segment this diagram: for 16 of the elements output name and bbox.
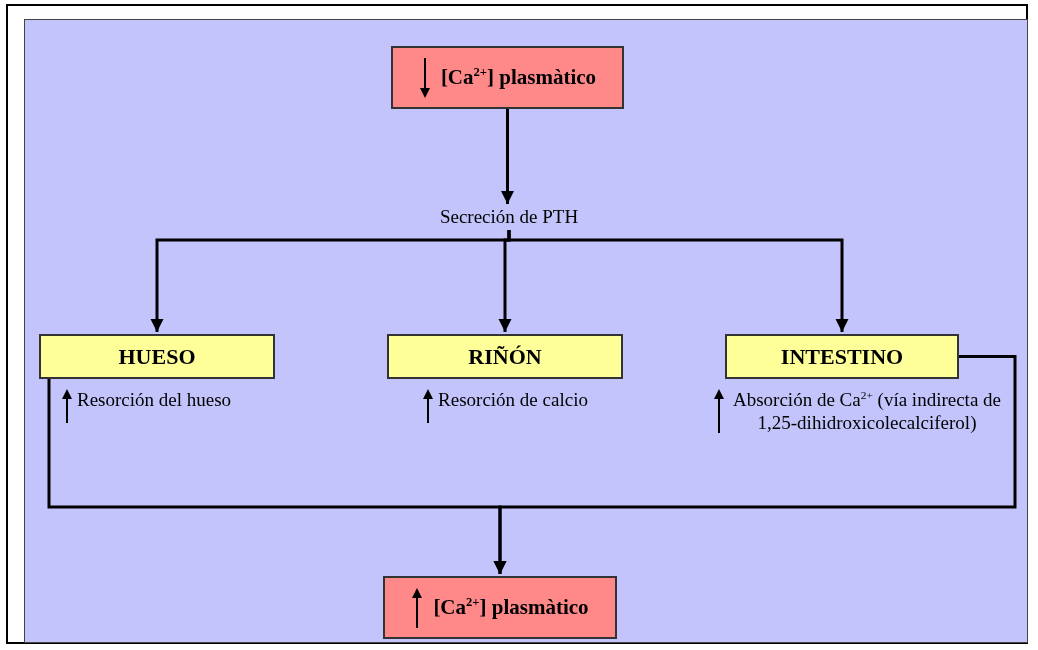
- organ-box: [725, 334, 959, 379]
- arrow: [507, 230, 849, 332]
- organ-box: [387, 334, 623, 379]
- box-title: HUESO: [118, 343, 196, 370]
- effect-text: Absorción de Ca$^{2+}$ (vía indirecta de 1,25-dihidroxicolecalciferol): [732, 389, 1002, 435]
- box-title: [Ca$^{2+}$] plasmàtico: [433, 595, 589, 620]
- effect-text: Resorción de calcio: [438, 389, 588, 412]
- box-title: [Ca$^{2+}$] plasmàtico: [440, 65, 597, 90]
- box-title: RIÑÓN: [468, 343, 542, 370]
- effect-text: Resorción del hueso: [77, 389, 232, 412]
- organ-box: [39, 334, 275, 379]
- box-title: INTESTINO: [780, 343, 904, 370]
- calcium-level-box: [391, 46, 624, 109]
- arrow: [493, 355, 1017, 574]
- calcium-level-box: [383, 576, 617, 639]
- arrow: [500, 109, 515, 204]
